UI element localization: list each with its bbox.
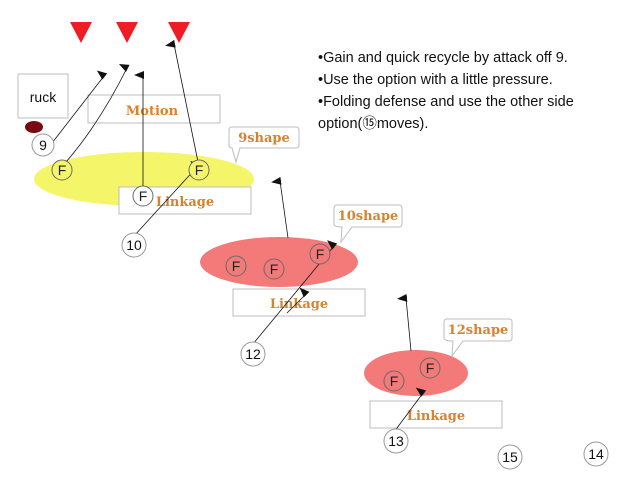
note-line-2: •Use the option with a little pressure. [318, 72, 553, 88]
defender-marker-2 [116, 22, 138, 43]
linkage-label-1: Linkage [156, 195, 214, 210]
svg-text:F: F [139, 188, 148, 204]
svg-text:F: F [195, 162, 204, 178]
callout-12shape [443, 318, 513, 358]
svg-text:F: F [316, 246, 325, 262]
defender-marker-1 [70, 22, 92, 43]
ruck-box [17, 73, 69, 119]
linkage-label-2: Linkage [270, 297, 328, 312]
arrow-10-pass [133, 160, 201, 237]
shape-label-10: 10shape [338, 209, 399, 224]
svg-text:10: 10 [126, 237, 142, 253]
forward-player: F [383, 370, 405, 392]
arrow-13-pass [393, 387, 427, 433]
player-14: 14 [583, 441, 609, 467]
arrow-linkage2 [286, 287, 310, 314]
note-line-1: •Gain and quick recycle by attack off 9. [318, 50, 568, 66]
callout-9shape [228, 126, 300, 164]
defender-marker-3 [168, 22, 190, 43]
forward-player: F [51, 159, 73, 181]
run-lines [51, 39, 427, 433]
play-notes: •Gain and quick recycle by attack off 9.… [318, 50, 574, 132]
svg-text:F: F [390, 373, 399, 389]
forward-player: F [419, 357, 441, 379]
ruck-ball [25, 121, 43, 133]
arrow-12shape-run [397, 293, 412, 352]
arrow-9-run [51, 70, 108, 144]
player-15: 15 [497, 444, 523, 470]
note-line-3: •Folding defense and use the other side [318, 94, 574, 110]
ruck-label: ruck [30, 89, 57, 105]
linkage-box-3 [369, 400, 503, 429]
callout-10shape [333, 204, 403, 244]
forward-player: F [225, 255, 247, 277]
svg-text:F: F [232, 258, 241, 274]
arrow-f-left-loop [65, 63, 130, 163]
arrow-10shape-run [271, 176, 289, 239]
player-9: 9 [31, 133, 55, 157]
svg-text:12: 12 [245, 346, 261, 362]
motion-label: Motion [126, 104, 179, 119]
shape-label-12: 12shape [448, 323, 509, 338]
player-13: 13 [383, 428, 409, 454]
zone-12shape [364, 350, 468, 396]
svg-text:F: F [270, 261, 279, 277]
player-12: 12 [240, 341, 266, 367]
svg-text:F: F [426, 360, 435, 376]
svg-text:13: 13 [388, 433, 404, 449]
forward-player: F [263, 258, 285, 280]
svg-text:15: 15 [502, 449, 518, 465]
note-line-4: option(⑮moves). [318, 115, 428, 132]
defender-markers [70, 22, 190, 43]
forward-player: F [132, 185, 154, 207]
linkage-box-2 [232, 288, 366, 317]
svg-text:9: 9 [39, 137, 47, 153]
svg-text:14: 14 [588, 446, 604, 462]
arrow-f-right [165, 39, 199, 163]
player-10: 10 [121, 232, 147, 258]
shape-label-9: 9shape [238, 131, 290, 146]
linkage-label-3: Linkage [407, 409, 465, 424]
forward-player: F [188, 159, 210, 181]
forward-player: F [309, 243, 331, 265]
svg-text:F: F [58, 162, 67, 178]
